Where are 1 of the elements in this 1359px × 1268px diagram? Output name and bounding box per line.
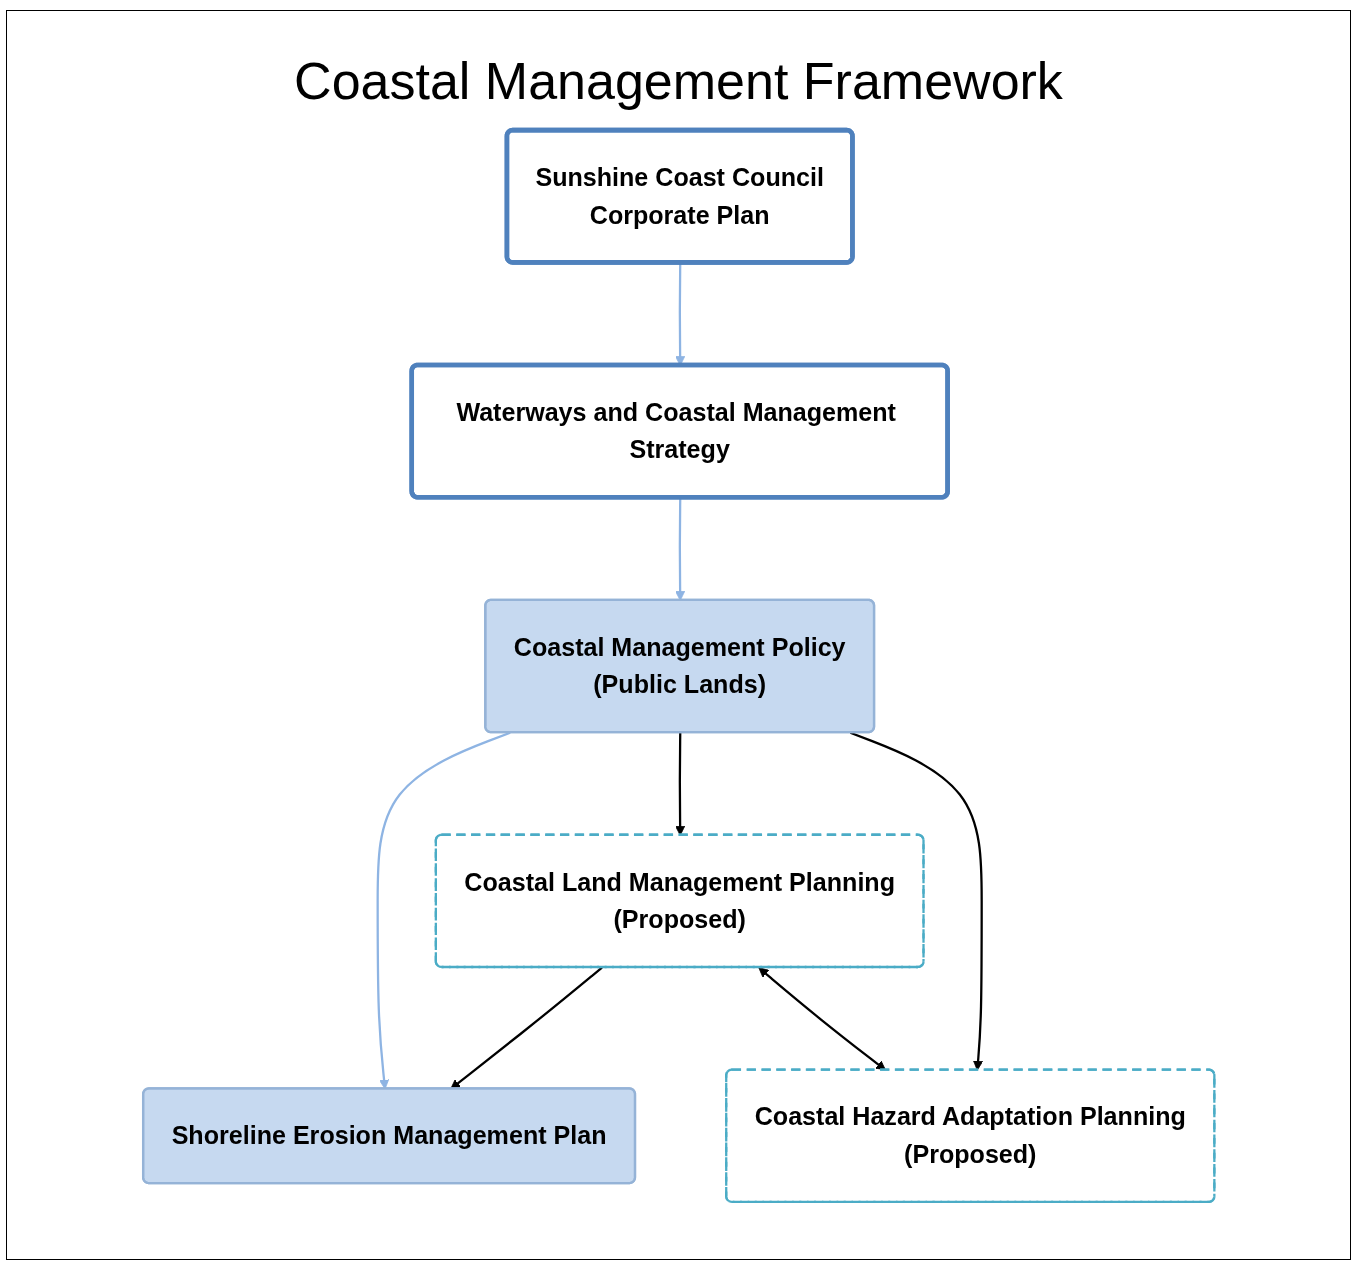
diagram-title: Coastal Management Framework [293,51,1064,111]
